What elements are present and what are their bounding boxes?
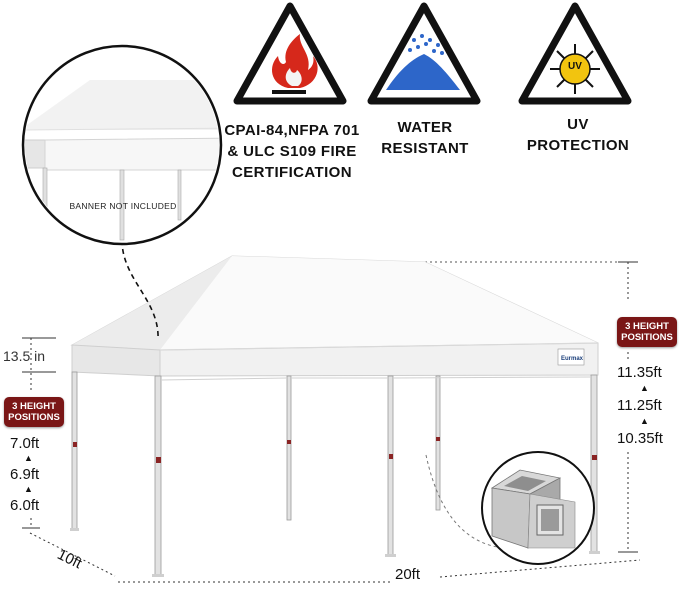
uv-caption: UV PROTECTION: [518, 114, 638, 156]
water-caption: WATER RESISTANT: [370, 117, 480, 159]
left-arrow-up-icon-2: ▲: [24, 484, 33, 494]
fire-icon: [233, 2, 347, 105]
uv-caption-line2: PROTECTION: [526, 137, 630, 154]
fire-caption-line2: & ULC S109 FIRE: [227, 143, 357, 160]
uv-caption-line1: UV: [567, 116, 589, 133]
right-height-1: 11.35ft: [617, 364, 662, 381]
right-height-3: 10.35ft: [617, 430, 663, 447]
uv-symbol-text: UV: [568, 61, 582, 72]
right-arrow-up-icon-2: ▲: [640, 416, 649, 426]
left-badge-line1: 3 HEIGHT: [12, 401, 56, 412]
left-arrow-up-icon: ▲: [24, 453, 33, 463]
water-icon: [367, 2, 481, 105]
left-height-badge: 3 HEIGHT POSITIONS: [4, 397, 64, 427]
right-badge-line1: 3 HEIGHT: [625, 321, 669, 332]
brand-tag-text: Eurmax: [561, 356, 584, 362]
left-badge-line2: POSITIONS: [8, 412, 60, 423]
uv-icon: [518, 2, 632, 105]
right-arrow-up-icon: ▲: [640, 383, 649, 393]
leg-detail-magnifier: [481, 451, 595, 565]
banner-detail-magnifier: [21, 44, 223, 246]
banner-leader-line: [121, 239, 159, 341]
left-height-3: 6.0ft: [10, 497, 40, 514]
right-badge-line2: POSITIONS: [621, 332, 673, 343]
banner-note: BANNER NOT INCLUDED: [69, 201, 177, 211]
fire-caption: CPAI-84,NFPA 701 & ULC S109 FIRE CERTIFI…: [222, 120, 362, 183]
water-caption-line2: RESISTANT: [381, 140, 469, 157]
fire-caption-line3: CERTIFICATION: [232, 164, 352, 181]
length-label: 20ft: [395, 566, 421, 583]
right-height-badge: 3 HEIGHT POSITIONS: [617, 317, 677, 347]
water-caption-line1: WATER: [397, 119, 453, 136]
side-height-label: 13.5 in: [3, 348, 46, 364]
fire-caption-line1: CPAI-84,NFPA 701: [224, 122, 360, 139]
right-height-2: 11.25ft: [617, 397, 662, 414]
left-height-1: 7.0ft: [10, 435, 40, 452]
brand-tag: [557, 348, 585, 366]
left-height-2: 6.9ft: [10, 466, 40, 483]
